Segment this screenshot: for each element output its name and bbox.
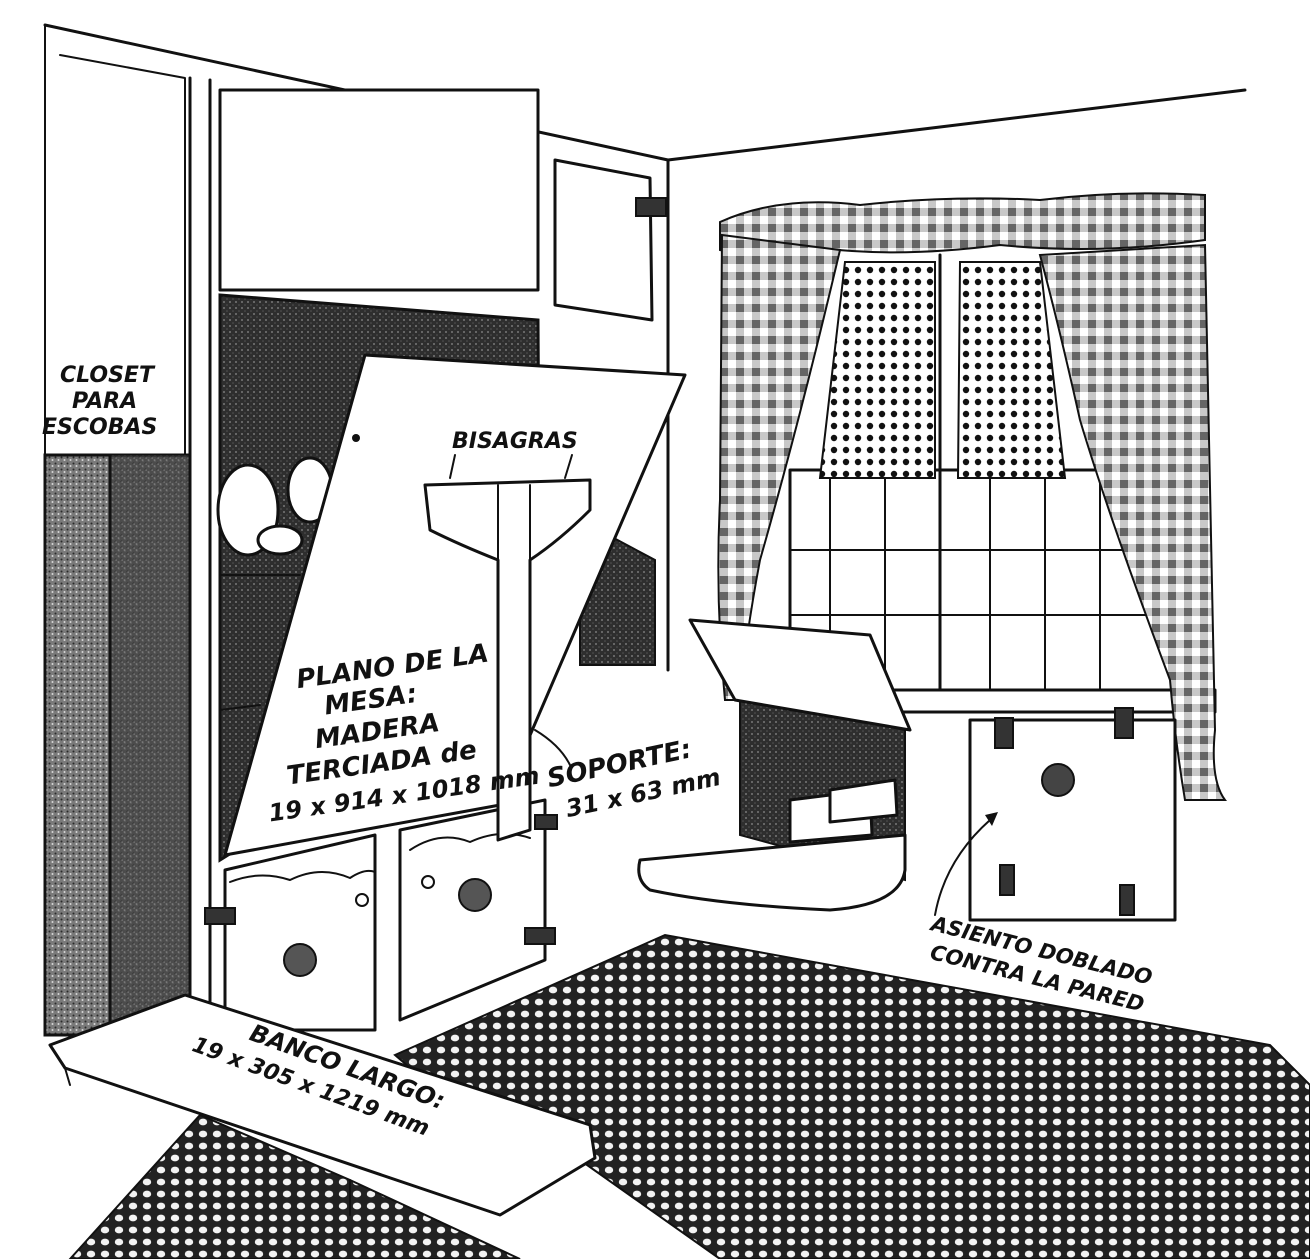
- window: [717, 192, 1227, 801]
- room-structure: [43, 23, 1247, 672]
- hinge-icon: [999, 864, 1015, 896]
- grape-ornament-icon: [458, 878, 492, 912]
- hinge-icon: [534, 814, 558, 830]
- knob-icon: [421, 875, 435, 889]
- bowl-icon: [256, 524, 304, 556]
- closet-label-line2: PARA: [72, 389, 137, 414]
- table-top: [223, 353, 687, 857]
- leaf-ornament-icon: [1041, 763, 1075, 797]
- annotation-leaders: [934, 812, 998, 916]
- closet-label-line1: CLOSET: [60, 363, 156, 388]
- knob-icon: [355, 893, 369, 907]
- box-icon: [828, 778, 899, 824]
- rug: [68, 933, 1310, 1259]
- hinge-icon: [1114, 707, 1134, 739]
- hinge-icon: [204, 907, 236, 925]
- closet-label-line3: ESCOBAS: [42, 415, 157, 440]
- hinge-icon: [994, 717, 1014, 749]
- long-bench: [48, 993, 597, 1217]
- folding-bench: [637, 618, 1177, 922]
- hinge-icon: [524, 927, 556, 945]
- bisagras-label: BISAGRAS: [452, 429, 578, 454]
- grape-ornament-icon: [283, 943, 317, 977]
- broom-closet: [43, 453, 192, 1037]
- hinge-icon: [1119, 884, 1135, 916]
